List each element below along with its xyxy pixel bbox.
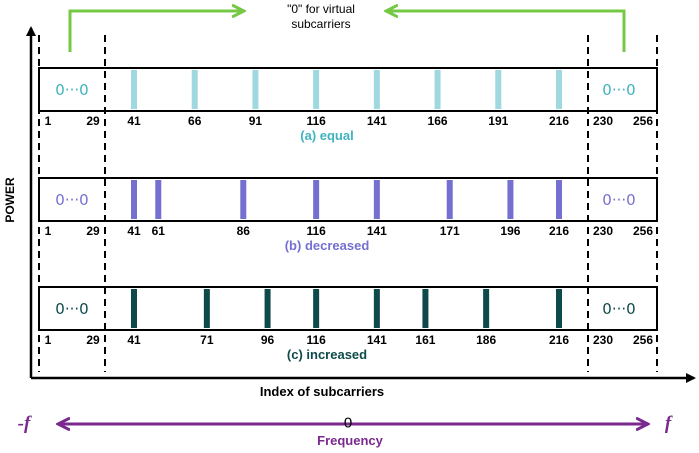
y-axis-label: POWER bbox=[3, 177, 17, 223]
virtual-zeros-label: 0···0 bbox=[55, 190, 89, 209]
tick-label: 230 bbox=[592, 224, 614, 238]
tick-label: 141 bbox=[366, 224, 387, 238]
subcarrier-bar bbox=[556, 180, 562, 219]
virtual-zeros-label: 0···0 bbox=[55, 80, 89, 99]
subcarrier-bar bbox=[240, 180, 247, 219]
tick-label: 116 bbox=[306, 333, 326, 347]
tick-label: 161 bbox=[415, 333, 436, 347]
tick-label: 61 bbox=[151, 224, 165, 238]
panel-frame bbox=[38, 177, 658, 222]
tick-label: 1 bbox=[44, 224, 52, 238]
subcarrier-bar bbox=[313, 180, 320, 219]
tick-label: 141 bbox=[366, 333, 387, 347]
subcarrier-bar bbox=[191, 70, 198, 109]
frequency-negative-label: -f bbox=[17, 413, 31, 434]
tick-label: 141 bbox=[366, 114, 387, 128]
subcarrier-bar bbox=[131, 180, 137, 219]
virtual-zeros-label: 0···0 bbox=[602, 80, 636, 99]
subcarrier-bar bbox=[495, 70, 502, 109]
tick-label: 116 bbox=[306, 114, 326, 128]
frequency-title: Frequency bbox=[317, 433, 383, 448]
tick-label: 41 bbox=[127, 114, 141, 128]
subcarrier-bar bbox=[131, 289, 137, 328]
tick-label: 1 bbox=[44, 333, 52, 347]
virtual-note-arrow-right bbox=[388, 11, 626, 52]
subcarrier-bar bbox=[373, 289, 380, 328]
tick-label: 196 bbox=[500, 224, 521, 238]
virtual-zeros-label: 0···0 bbox=[55, 299, 89, 318]
panel-frame bbox=[38, 286, 658, 331]
frequency-positive-label: f bbox=[664, 413, 672, 434]
subcarrier-bar bbox=[556, 70, 562, 109]
tick-label: 29 bbox=[86, 224, 100, 238]
subcarrier-bar bbox=[203, 289, 210, 328]
frequency-zero-label: 0 bbox=[343, 414, 353, 432]
subcarrier-bar bbox=[155, 180, 162, 219]
x-axis-label: Index of subcarriers bbox=[259, 384, 385, 399]
subcarrier-bar bbox=[313, 70, 320, 109]
subcarrier-bar bbox=[373, 70, 380, 109]
subcarrier-bar bbox=[483, 289, 490, 328]
virtual-subcarriers-note: "0" for virtual subcarriers bbox=[287, 2, 355, 32]
tick-label: 66 bbox=[188, 114, 202, 128]
tick-label: 41 bbox=[127, 224, 141, 238]
subcarrier-bar bbox=[264, 289, 271, 328]
tick-label: 116 bbox=[306, 224, 326, 238]
virtual-zeros-label: 0···0 bbox=[602, 190, 636, 209]
tick-label: 29 bbox=[86, 333, 100, 347]
subcarrier-bar bbox=[252, 70, 259, 109]
subcarrier-bar bbox=[434, 70, 441, 109]
subcarrier-bar bbox=[556, 289, 562, 328]
virtual-note-line2: subcarriers bbox=[291, 17, 351, 31]
virtual-note-line1: "0" for virtual bbox=[287, 2, 355, 16]
tick-label: 41 bbox=[127, 333, 141, 347]
tick-label: 186 bbox=[476, 333, 497, 347]
panel-frame bbox=[38, 67, 658, 112]
tick-label: 256 bbox=[632, 333, 654, 347]
tick-label: 256 bbox=[632, 114, 654, 128]
panels-layer bbox=[38, 67, 658, 331]
panel-caption: (b) decreased bbox=[284, 238, 370, 253]
subcarrier-bar bbox=[446, 180, 453, 219]
subcarrier-bar bbox=[313, 289, 320, 328]
subcarrier-bar bbox=[507, 180, 514, 219]
tick-label: 191 bbox=[488, 114, 509, 128]
tick-label: 29 bbox=[86, 114, 100, 128]
tick-label: 230 bbox=[592, 333, 614, 347]
tick-label: 1 bbox=[44, 114, 52, 128]
tick-label: 216 bbox=[548, 224, 570, 238]
tick-label: 86 bbox=[236, 224, 250, 238]
subcarrier-bar bbox=[373, 180, 380, 219]
tick-label: 216 bbox=[548, 114, 570, 128]
tick-label: 216 bbox=[548, 333, 570, 347]
panel-caption: (a) equal bbox=[300, 128, 354, 143]
tick-label: 96 bbox=[260, 333, 275, 347]
subcarrier-bar bbox=[131, 70, 137, 109]
tick-label: 71 bbox=[200, 333, 214, 347]
subcarrier-bar bbox=[422, 289, 429, 328]
panel-caption: (c) increased bbox=[286, 347, 368, 362]
tick-label: 171 bbox=[439, 224, 460, 238]
tick-label: 230 bbox=[592, 114, 614, 128]
tick-label: 166 bbox=[427, 114, 448, 128]
tick-label: 256 bbox=[632, 224, 654, 238]
virtual-note-arrow-left bbox=[68, 11, 242, 52]
virtual-zeros-label: 0···0 bbox=[602, 299, 636, 318]
tick-label: 91 bbox=[248, 114, 263, 128]
